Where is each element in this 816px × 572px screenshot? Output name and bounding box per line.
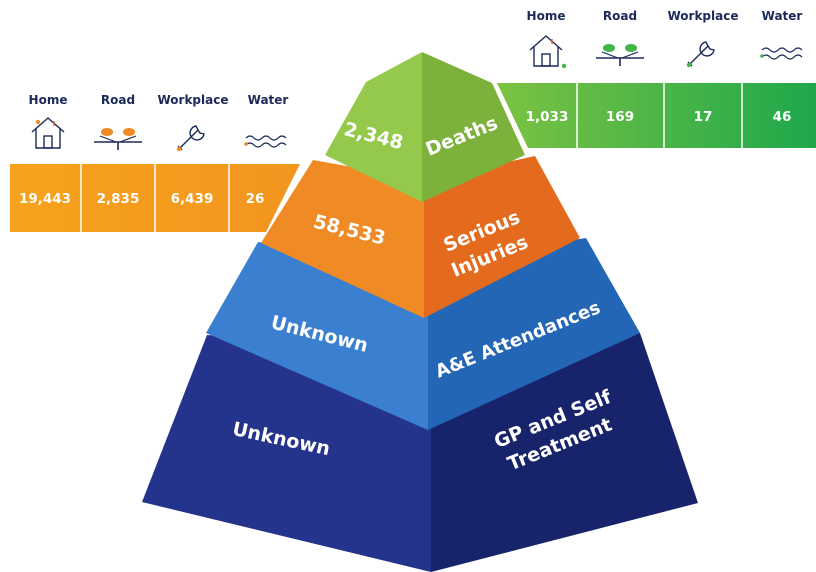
pyramid-tier-serious-injuries: 58,533 Serious Injuries — [261, 156, 580, 318]
house-icon — [31, 117, 65, 149]
injuries-value-workplace: 6,439 — [171, 191, 214, 207]
injuries-header-home: Home — [29, 93, 68, 107]
water-waves-icon — [760, 47, 803, 60]
deaths-value-workplace: 17 — [694, 109, 713, 125]
deaths-header-home: Home — [527, 9, 566, 23]
deaths-value-water: 46 — [773, 109, 792, 125]
injuries-value-water: 26 — [246, 191, 265, 207]
injuries-header-road: Road — [101, 93, 135, 107]
house-icon — [529, 35, 567, 69]
injuries-header-workplace: Workplace — [157, 93, 228, 107]
road-cars-icon — [596, 44, 644, 66]
injuries-value-road: 2,835 — [97, 191, 140, 207]
injury-pyramid: Unknown GP and Self Treatment Unknown A&… — [142, 52, 698, 572]
injuries-header-water: Water — [248, 93, 289, 107]
injuries-value-home: 19,443 — [19, 191, 71, 207]
road-cars-icon — [94, 128, 142, 150]
wrench-icon — [176, 125, 205, 152]
deaths-header-workplace: Workplace — [667, 9, 738, 23]
injuries-breakdown-table: Home Road Workplace Water — [10, 93, 300, 232]
deaths-breakdown-table: Home Road Workplace Water — [497, 9, 816, 148]
deaths-value-road: 169 — [606, 109, 634, 125]
water-waves-icon — [244, 135, 287, 148]
wrench-icon — [686, 41, 715, 68]
pyramid-tier-deaths: 2,348 Deaths — [325, 52, 525, 202]
deaths-value-home: 1,033 — [526, 109, 569, 125]
deaths-header-water: Water — [762, 9, 803, 23]
deaths-header-road: Road — [603, 9, 637, 23]
